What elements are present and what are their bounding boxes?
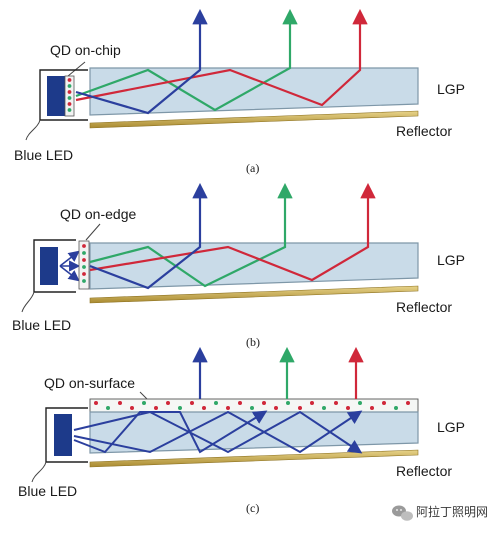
reflector-label: Reflector <box>396 299 452 315</box>
qd-dot <box>67 84 72 88</box>
qd-dot <box>94 401 98 405</box>
red-ray <box>89 182 376 282</box>
qd-dot <box>214 401 218 405</box>
qd-label: QD on-chip <box>50 42 121 58</box>
qd-dot <box>358 401 362 405</box>
qd-dot <box>67 96 72 100</box>
qd-dot <box>286 401 290 405</box>
qd-dot <box>250 406 254 410</box>
qd-dot <box>67 90 72 94</box>
light-guide-plate <box>89 67 419 116</box>
qd-dot <box>142 401 146 405</box>
qd-label: QD on-edge <box>60 206 136 222</box>
qd-film <box>89 398 419 413</box>
led-label-leader <box>25 119 41 141</box>
blue-ray <box>75 8 208 115</box>
qd-dot <box>82 244 86 248</box>
blue-ray <box>73 410 363 454</box>
blue-ray <box>89 182 208 290</box>
panel-a: QD on-chip Blue LED LGP Reflector (a) <box>14 8 465 175</box>
blue-led-chip <box>54 414 72 456</box>
led-housing <box>39 69 88 121</box>
blue-led-chip <box>40 247 58 285</box>
panel-caption: (c) <box>246 501 259 515</box>
qd-dot <box>82 279 86 283</box>
qd-dot <box>298 406 302 410</box>
led-label: Blue LED <box>14 147 73 163</box>
panel-c: QD on-surface Blue LED LGP Reflector (c) <box>18 346 465 515</box>
qd-dot <box>406 401 410 405</box>
qd-label-leader <box>85 223 101 241</box>
qd-dot <box>382 401 386 405</box>
reflector <box>89 285 419 304</box>
led-label-leader <box>31 461 47 483</box>
qd-dot <box>82 265 86 269</box>
qd-dot <box>178 406 182 410</box>
panel-caption: (b) <box>246 335 260 349</box>
watermark-text: 阿拉丁照明网 <box>416 504 488 519</box>
qd-dot <box>154 406 158 410</box>
green-ray <box>75 8 298 112</box>
qd-dot <box>82 272 86 276</box>
lgp-label: LGP <box>437 419 465 435</box>
qd-dot <box>166 401 170 405</box>
watermark: 阿拉丁照明网 <box>392 504 488 521</box>
qd-dot <box>130 406 134 410</box>
blue-ray <box>73 410 268 454</box>
led-housing <box>33 239 76 293</box>
qd-dot <box>238 401 242 405</box>
red-ray <box>75 8 368 107</box>
qd-surface-dots <box>94 401 410 410</box>
qd-dot <box>106 406 110 410</box>
qd-dot <box>202 406 206 410</box>
panel-b: QD on-edge Blue LED LGP Reflector (b) <box>12 182 465 349</box>
lgp-label: LGP <box>437 252 465 268</box>
qd-dot <box>334 401 338 405</box>
qd-dot <box>274 406 278 410</box>
reflector <box>89 110 419 129</box>
qd-layer <box>64 75 75 117</box>
qd-dot <box>394 406 398 410</box>
qd-dot <box>118 401 122 405</box>
reflector <box>89 449 419 468</box>
qd-dot <box>310 401 314 405</box>
qd-layer <box>78 240 90 290</box>
green-ray <box>89 182 293 288</box>
qd-dot <box>190 401 194 405</box>
blue-led-chip <box>47 76 65 116</box>
qd-dot <box>67 102 72 106</box>
lgp-label: LGP <box>437 81 465 97</box>
panel-caption: (a) <box>246 161 259 175</box>
led-label: Blue LED <box>12 317 71 333</box>
qd-label: QD on-surface <box>44 375 135 391</box>
qd-dot <box>262 401 266 405</box>
led-emission <box>59 265 80 282</box>
qd-dot <box>82 251 86 255</box>
blue-ray <box>73 410 363 454</box>
wechat-icon <box>392 505 413 521</box>
led-label-leader <box>21 291 35 313</box>
qd-dot <box>67 108 72 112</box>
light-guide-plate <box>89 242 419 290</box>
led-housing <box>45 407 88 463</box>
qd-dot <box>226 406 230 410</box>
reflector-label: Reflector <box>396 123 452 139</box>
qd-dot <box>82 258 86 262</box>
qd-dot <box>346 406 350 410</box>
led-emission <box>59 250 80 267</box>
qd-label-leader <box>67 61 86 77</box>
qd-dot <box>67 78 72 82</box>
led-label: Blue LED <box>18 483 77 499</box>
reflector-label: Reflector <box>396 463 452 479</box>
qd-dot <box>370 406 374 410</box>
qd-dot <box>322 406 326 410</box>
